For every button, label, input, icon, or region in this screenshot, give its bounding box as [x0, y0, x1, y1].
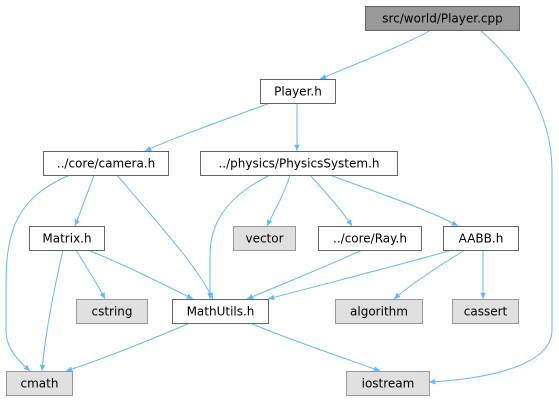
edge-physics_h-to-ray_h [309, 174, 353, 227]
node-player-h[interactable]: Player.h [260, 79, 336, 104]
edge-physics_h-to-aabb_h [329, 174, 459, 227]
edge-physics_h-to-vector [266, 174, 291, 227]
edge-aabb_h-to-mathutils_h [267, 249, 453, 301]
node-physics-h[interactable]: ../physics/PhysicsSystem.h [200, 151, 398, 176]
edge-matrix_h-to-cstring [75, 249, 106, 300]
edge-camera_h-to-cmath [5, 174, 71, 372]
node-box [260, 79, 336, 104]
node-label: Matrix.h [42, 232, 91, 246]
edge-physics_h-to-mathutils_h [207, 174, 271, 299]
node-box [6, 371, 73, 396]
node-box [76, 299, 148, 324]
node-label: algorithm [350, 305, 408, 319]
node-box [346, 371, 430, 396]
node-cstring: cstring [76, 299, 148, 324]
node-label: cassert [464, 305, 508, 319]
edge-player_h-to-camera_h [144, 102, 271, 152]
node-box [443, 226, 519, 251]
node-box [335, 299, 423, 324]
node-algorithm: algorithm [335, 299, 423, 324]
edge-matrix_h-to-cmath [39, 249, 64, 372]
node-player-cpp[interactable]: src/world/Player.cpp [365, 6, 520, 31]
node-iostream: iostream [346, 371, 430, 396]
node-label: src/world/Player.cpp [382, 12, 503, 26]
edge-mathutils_h-to-iostream [249, 322, 381, 372]
edge-player_cpp-to-player_h [319, 29, 432, 80]
node-aabb-h[interactable]: AABB.h [443, 226, 519, 251]
node-box [172, 299, 269, 324]
node-box [452, 299, 519, 324]
node-label: iostream [362, 377, 415, 391]
edge-ray_h-to-mathutils_h [246, 249, 363, 300]
node-cmath: cmath [6, 371, 73, 396]
node-box [233, 226, 296, 251]
node-label: ../core/Ray.h [333, 232, 407, 246]
node-box [200, 151, 398, 176]
edge-camera_h-to-matrix_h [74, 174, 95, 227]
edge-mathutils_h-to-cmath [65, 322, 191, 372]
node-label: Player.h [274, 85, 322, 99]
node-box [29, 226, 105, 251]
node-label: AABB.h [459, 232, 504, 246]
node-cassert: cassert [452, 299, 519, 324]
node-label: MathUtils.h [187, 305, 255, 319]
node-label: ../physics/PhysicsSystem.h [218, 157, 379, 171]
node-box [43, 151, 169, 176]
node-mathutils-h[interactable]: MathUtils.h [172, 299, 269, 324]
node-label: cstring [91, 305, 132, 319]
node-label: cmath [21, 377, 59, 391]
node-vector: vector [233, 226, 296, 251]
node-box [365, 6, 520, 31]
edge-matrix_h-to-mathutils_h [87, 249, 194, 300]
node-box [318, 226, 422, 251]
edge-camera_h-to-mathutils_h [116, 174, 214, 300]
node-label: vector [245, 232, 283, 246]
node-ray-h[interactable]: ../core/Ray.h [318, 226, 422, 251]
edges-layer [5, 29, 553, 385]
edge-player_cpp-to-iostream [428, 29, 553, 385]
node-label: ../core/camera.h [57, 157, 155, 171]
node-camera-h[interactable]: ../core/camera.h [43, 151, 169, 176]
edge-aabb_h-to-algorithm [393, 249, 466, 300]
node-matrix-h[interactable]: Matrix.h [29, 226, 105, 251]
